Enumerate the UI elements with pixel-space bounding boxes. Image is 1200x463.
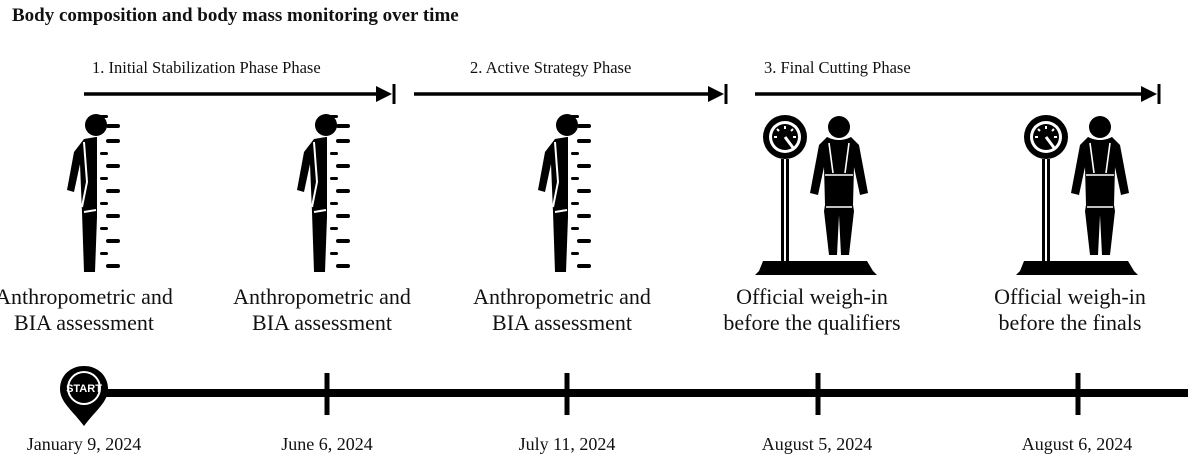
wrestler-on-weighing-scale-icon: [753, 113, 879, 277]
person-with-measuring-scale-icon: [66, 113, 121, 273]
phase-2-arrow: [414, 84, 728, 104]
event-4-date: August 5, 2024: [761, 434, 873, 454]
phase-1-arrow: [84, 84, 396, 104]
timeline-axis: [86, 373, 1188, 415]
person-with-measuring-scale-icon: [537, 113, 592, 273]
event-5-label: Official weigh-in before the finals: [994, 284, 1146, 335]
start-pin-icon: START: [60, 366, 108, 426]
event-2-date: June 6, 2024: [281, 434, 373, 454]
wrestler-on-weighing-scale-icon: [1014, 113, 1140, 277]
event-3-label: Anthropometric and BIA assessment: [473, 284, 651, 335]
event-2-label: Anthropometric and BIA assessment: [233, 284, 411, 335]
phase-3-arrow: [755, 84, 1161, 104]
phase-3-label: 3. Final Cutting Phase: [764, 58, 911, 77]
event-1-label: Anthropometric and BIA assessment: [0, 284, 173, 335]
event-1-date: January 9, 2024: [26, 434, 142, 454]
event-5-date: August 6, 2024: [1021, 434, 1133, 454]
event-3-date: July 11, 2024: [518, 434, 616, 454]
person-with-measuring-scale-icon: [296, 113, 351, 273]
phase-2-label: 2. Active Strategy Phase: [470, 58, 632, 77]
diagram-title: Body composition and body mass monitorin…: [12, 5, 459, 26]
phase-1-label: 1. Initial Stabilization Phase Phase: [92, 58, 321, 77]
start-marker-label: START: [66, 383, 102, 395]
event-4-label: Official weigh-in before the qualifiers: [723, 284, 901, 335]
